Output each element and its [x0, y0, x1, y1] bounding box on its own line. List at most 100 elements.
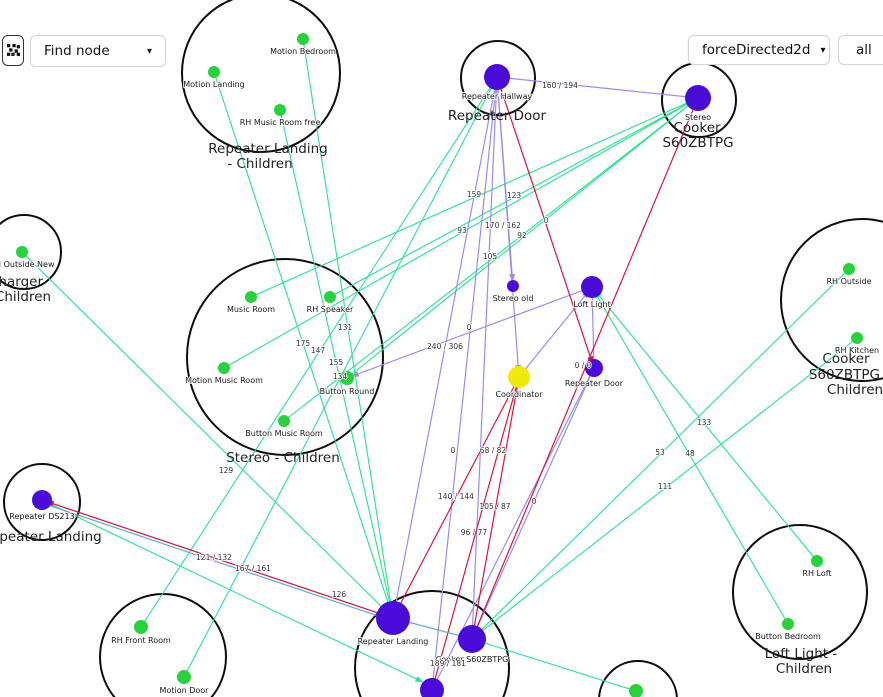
graph-node-repeater-door[interactable] [585, 359, 603, 377]
graph-node-music-room[interactable] [245, 291, 257, 303]
cluster-circle [460, 40, 536, 116]
graph-node-stereo[interactable] [685, 85, 711, 111]
graph-edge [279, 109, 394, 619]
graph-edge [471, 337, 858, 640]
graph-edge [41, 499, 428, 685]
graph-node-repeater-hallway[interactable] [484, 64, 510, 90]
node-label: Motion Music Room [185, 376, 263, 385]
graph-node-button-music-room[interactable] [278, 415, 290, 427]
cluster-circle [0, 214, 62, 290]
graph-node-rh-outside-new[interactable] [16, 246, 28, 258]
cluster-label: Children [827, 382, 883, 398]
filter-dropdown[interactable]: all [838, 35, 883, 65]
graph-edge [471, 97, 699, 640]
chevron-down-icon: ▾ [146, 45, 152, 57]
cluster-circle [354, 590, 510, 697]
graph-node-repeater-landing[interactable] [376, 601, 410, 635]
edge-label: 147 [311, 346, 326, 355]
graph-edge [223, 97, 699, 369]
node-label: Repeater DS213 [9, 512, 74, 521]
node-label: Coordinator [495, 390, 543, 399]
edge-label: 92 [517, 231, 527, 240]
node-label: Repeater Landing [358, 637, 429, 646]
graph-edge [140, 76, 498, 628]
graph-edge [41, 499, 394, 619]
qr-code-icon [6, 44, 20, 56]
graph-edge [496, 75, 699, 99]
graph-node-rh-music-room-free[interactable] [274, 104, 286, 116]
graph-node-rh-loft[interactable] [811, 555, 823, 567]
node-label: RH Speaker [307, 305, 354, 314]
edge-label: 159 [467, 190, 482, 199]
edge-label: 121 / 132 [196, 553, 232, 562]
node-label: Motion Bedroom [270, 47, 336, 56]
cluster-label: Cooker [673, 120, 721, 136]
edge-label: 170 / 162 [485, 221, 521, 230]
cluster-circle [598, 660, 678, 697]
find-node-dropdown[interactable]: Find node ▾ [30, 35, 166, 67]
graph-node-stereo-old[interactable] [507, 280, 519, 292]
graph-node-rh-kitchen[interactable] [851, 332, 863, 344]
filter-value: all [856, 42, 872, 58]
graph-edge [392, 76, 498, 619]
graph-node-loft-light[interactable] [581, 276, 603, 298]
node-label: RH Outside New [0, 260, 55, 269]
graph-edge [518, 286, 593, 378]
layout-value: forceDirected2d [702, 42, 811, 58]
edge-label: 0 [544, 216, 549, 225]
graph-edge [329, 97, 699, 298]
cluster-circle [780, 218, 883, 382]
chevron-down-icon: ▾ [820, 44, 826, 56]
edge-label: 105 / 87 [479, 502, 510, 511]
edge-label: 155 [329, 358, 344, 367]
node-label: RH Kitchen [835, 346, 879, 355]
graph-node-repeater-ds213[interactable] [32, 490, 52, 510]
graph-edge [283, 97, 699, 422]
node-label: Loft Light [573, 300, 611, 309]
graph-node-motion-door[interactable] [177, 670, 191, 684]
graph-edge [471, 367, 595, 640]
graph-edge [431, 376, 520, 691]
edge-label: 93 [457, 226, 467, 235]
edge-label: 0 / 0 [575, 361, 592, 370]
edge-label: 68 / 82 [480, 446, 507, 455]
edge-label: 111 [658, 482, 673, 491]
map-refresh-button[interactable] [2, 35, 24, 66]
edge-label: 240 / 306 [427, 342, 463, 351]
graph-node-cooker-s60zbtpg[interactable] [458, 625, 486, 653]
node-label: RH Loft [802, 569, 831, 578]
graph-edge [591, 286, 595, 369]
graph-node-motion-bedroom[interactable] [297, 33, 309, 45]
node-label: Stereo [685, 113, 711, 122]
graph-node-rh-speaker[interactable] [324, 291, 336, 303]
graph-node-rh-outside[interactable] [843, 263, 855, 275]
find-node-label: Find node [44, 43, 110, 59]
edge-label: 175 [296, 339, 311, 348]
graph-node[interactable] [629, 684, 643, 697]
graph-node[interactable] [420, 678, 444, 697]
edge-label: 0 [467, 323, 472, 332]
edge-label: 48 [685, 449, 695, 458]
edge-label: 189 / 181 [430, 659, 466, 668]
node-label: Motion Door [160, 686, 210, 695]
layout-dropdown[interactable]: forceDirected2d ▾ [688, 35, 830, 65]
graph-node-motion-music-room[interactable] [218, 362, 230, 374]
graph-node-coordinator[interactable] [508, 366, 530, 388]
cluster-circle [3, 463, 81, 541]
cluster-label: S60ZBTPG - [809, 367, 883, 383]
cluster-label: Loft Light - [765, 646, 838, 662]
cluster-label: Cooker [822, 351, 870, 367]
node-label: RH Front Room [111, 636, 171, 645]
graph-node-rh-front-room[interactable] [134, 620, 148, 634]
graph-edge [392, 376, 520, 619]
graph-node-button-bedroom[interactable] [782, 618, 794, 630]
cluster-label: Charger [0, 274, 43, 290]
edge-label: 133 [697, 418, 712, 427]
cluster-circle [181, 0, 341, 153]
graph-node-motion-landing[interactable] [208, 66, 220, 78]
cluster-circle [99, 593, 227, 697]
node-label: Button Round [320, 387, 375, 396]
edge-label: 126 [332, 590, 347, 599]
graph-node-button-round[interactable] [340, 371, 354, 385]
